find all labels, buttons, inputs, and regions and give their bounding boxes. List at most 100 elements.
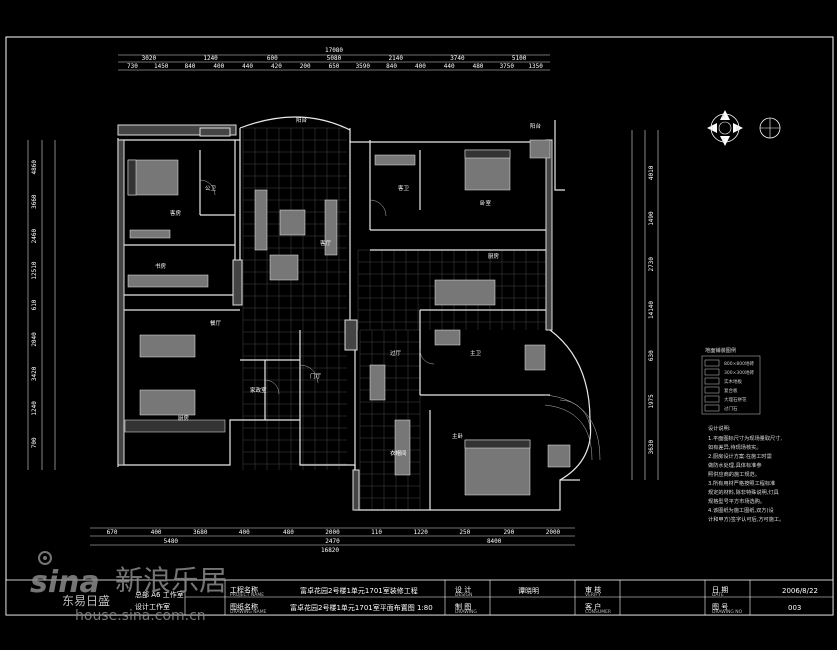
dim-value: 2460 — [31, 229, 38, 244]
dim-value: 8400 — [487, 538, 502, 545]
room-bath-left: 公卫 — [205, 185, 217, 192]
chair-balcony — [529, 139, 551, 159]
tb-project-label: 工程名称 — [230, 585, 258, 594]
room-bath-right: 客卫 — [398, 184, 410, 192]
dim-value: 2000 — [546, 529, 561, 536]
dim-value: 250 — [459, 529, 470, 536]
notes-title: 设计说明: — [708, 424, 731, 432]
room-bedroom-left: 客房 — [170, 209, 182, 217]
dim-value: 1975 — [648, 394, 655, 409]
tb-design-label-en: DESIGN — [455, 592, 472, 598]
compass-label-b: B — [736, 126, 739, 132]
bathtub — [524, 344, 546, 371]
room-master-bath: 主卫 — [470, 349, 482, 357]
dim-value: 290 — [503, 529, 514, 536]
dim-value: 400 — [213, 63, 224, 70]
tb-date-label-en: DATE — [712, 592, 724, 598]
watermark-url: house.sina.com.cn — [75, 608, 206, 624]
dim-value: 700 — [31, 437, 38, 448]
watermark-brand: sina — [30, 565, 100, 600]
dim-value: 5480 — [164, 538, 179, 545]
dim-value: 14140 — [648, 301, 655, 319]
dim-value: 4860 — [31, 160, 38, 175]
legend-item: 800×800地砖 — [724, 360, 754, 367]
dim-value: 480 — [473, 63, 484, 70]
room-corridor: 过厅 — [390, 349, 402, 357]
door-arcs — [199, 179, 601, 461]
room-storage: 家政室 — [250, 386, 267, 394]
tb-date-label: 日 期 — [712, 586, 728, 594]
tb-project-value: 富卓花园2号楼1单元1701室装修工程 — [300, 586, 418, 595]
room-entry: 门厅 — [310, 372, 322, 380]
dim-value: 670 — [107, 529, 118, 536]
tb-drawing-label-en: DRAWING NAME — [230, 609, 267, 615]
watermark-brand-cn: 新浪乐居 — [115, 564, 227, 597]
tb-drawing-label: 图纸名称 — [230, 602, 258, 611]
note-line: 3.所有用材严格按照工程标准 — [708, 479, 775, 487]
dim-value: 630 — [648, 350, 655, 361]
dim-value: 3630 — [648, 440, 655, 455]
room-dining: 餐厅 — [210, 319, 222, 327]
note-line: 2.厨房设计方案:在施工时需 — [708, 452, 772, 460]
legend-swatch — [704, 359, 720, 367]
room-labels: 阳台 公卫 客房 书房 餐厅 厨房 客厅 客卫 卧室 阳台 厨房 过厅 主卫 主… — [155, 116, 542, 457]
tb-no-label-en: DRAWING NO — [712, 609, 743, 615]
legend-item: 大理石拼花 — [724, 396, 747, 403]
dim-value: 440 — [242, 63, 253, 70]
dim-value: 610 — [31, 299, 38, 310]
tb-project-label-en: PROJECT NAME — [230, 592, 264, 598]
dim-value: 3680 — [193, 529, 208, 536]
furniture — [124, 139, 571, 496]
legend-swatch — [704, 386, 720, 394]
room-balcony-right: 阳台 — [530, 122, 542, 130]
tb-consumer-label-en: CONSUMER — [585, 609, 611, 615]
compass-label-d: D — [710, 126, 714, 132]
dim-value: 1350 — [528, 63, 543, 70]
dim-value: 420 — [271, 63, 282, 70]
dim-value: 400 — [151, 529, 162, 536]
cabinet-row — [434, 279, 496, 306]
coffee-table — [279, 209, 306, 236]
tb-no-label: 图 号 — [712, 603, 728, 611]
legend-swatch — [704, 377, 720, 385]
tb-consumer-label: 客 户 — [585, 602, 601, 611]
note-line: 规格型号平方市场选购。 — [708, 497, 765, 505]
tb-design-label: 设 计 — [455, 585, 471, 594]
room-cloak: 衣帽间 — [390, 449, 407, 457]
tb-design-value: 谭晓明 — [518, 586, 539, 595]
walls — [117, 116, 592, 511]
note-line: 计和甲方)签字认可后,方可施工。 — [708, 515, 784, 523]
tb-draw-label: 制 图 — [455, 602, 471, 611]
sina-watermark: sina 新浪乐居 house.sina.com.cn — [30, 551, 227, 624]
compass-label-c: C — [722, 138, 725, 144]
armchair — [269, 254, 299, 281]
master-bed — [464, 439, 531, 496]
compass-symbol: A B C D — [707, 110, 781, 146]
dim-value: 730 — [127, 63, 138, 70]
compass-label-a: A — [722, 114, 726, 120]
tb-verify-label-en: VERIFY — [585, 592, 601, 598]
room-study: 书房 — [155, 262, 167, 270]
sofa-left — [254, 189, 268, 251]
dining-table — [139, 334, 196, 358]
dim-value: 2040 — [31, 332, 38, 347]
dim-value: 400 — [239, 529, 250, 536]
legend-item: 过门石 — [724, 405, 738, 412]
title-block: 工程名称 PROJECT NAME 富卓花园2号楼1单元1701室装修工程 图纸… — [5, 579, 834, 616]
room-balcony-top: 阳台 — [296, 116, 308, 124]
note-line: 1.平面图标尺寸为现场量取尺寸, — [708, 434, 782, 442]
note-line: 规定的材料,除非特殊说明,灯具 — [708, 488, 779, 496]
sina-eye-icon — [38, 551, 52, 565]
dim-value: 2000 — [325, 529, 340, 536]
dim-bottom-total: 16820 — [321, 547, 339, 554]
dim-value: 2730 — [648, 257, 655, 272]
room-master-bed: 主卧 — [452, 432, 464, 440]
legend-swatch — [704, 368, 720, 376]
